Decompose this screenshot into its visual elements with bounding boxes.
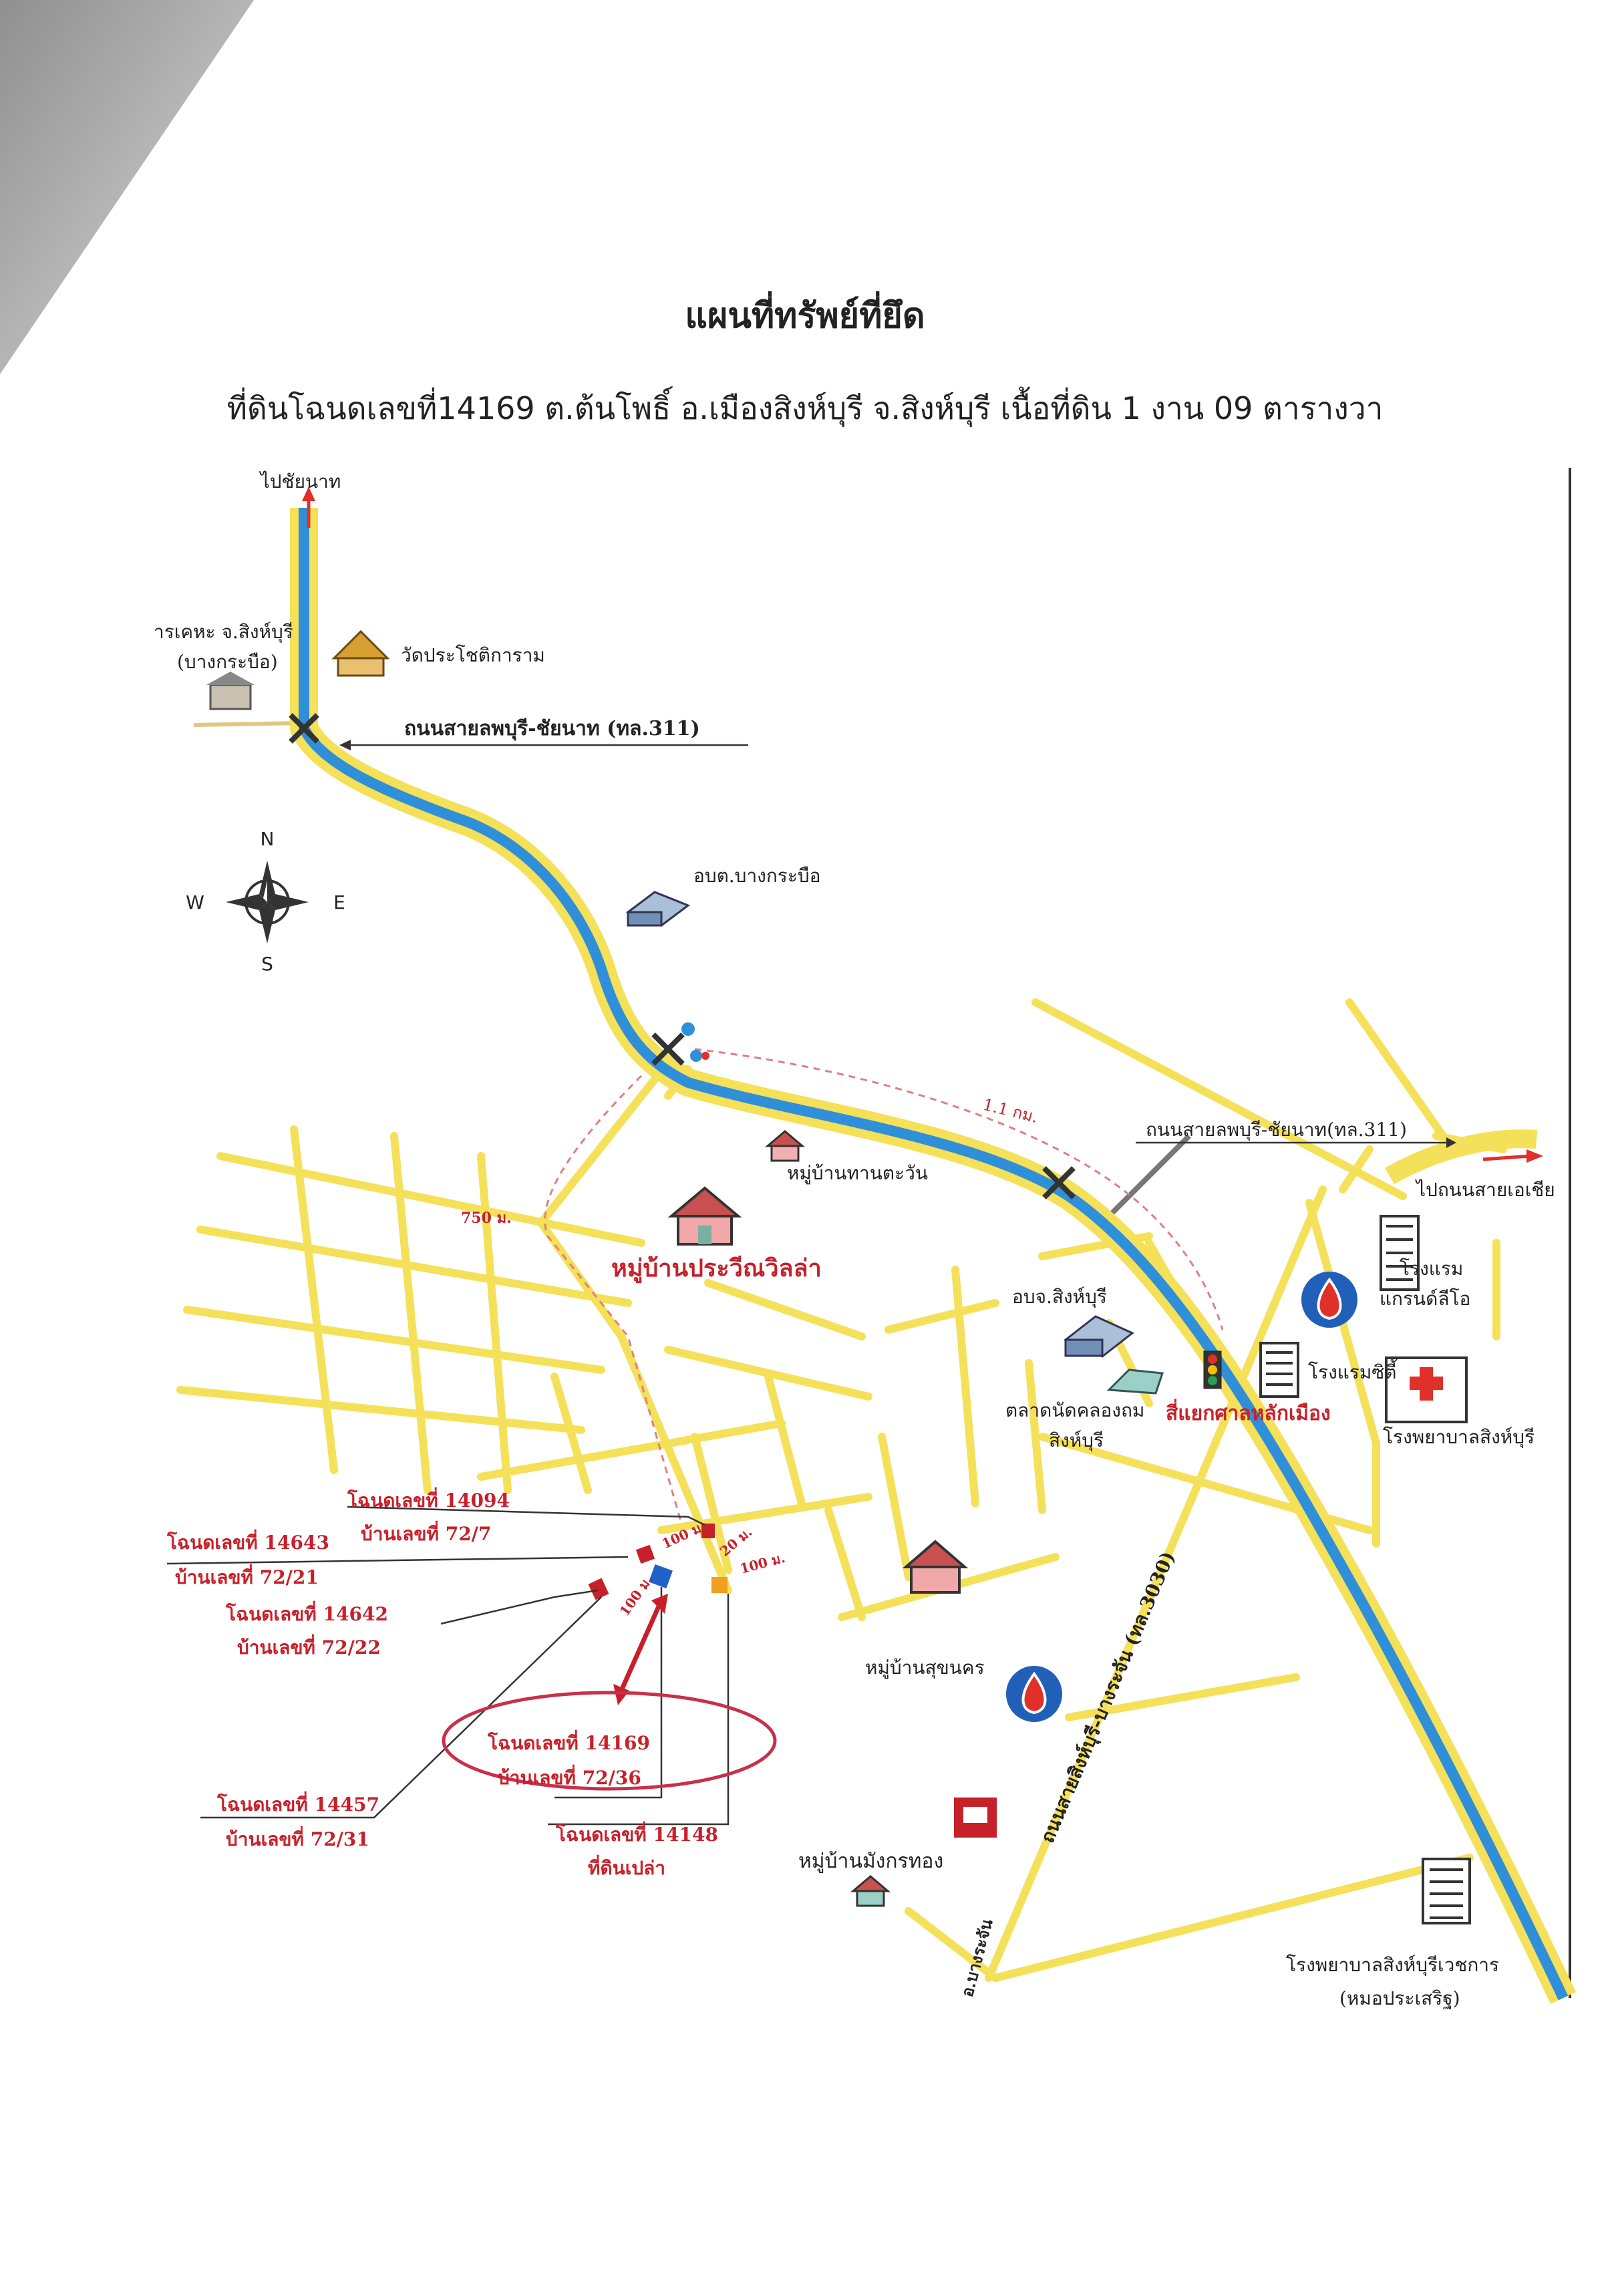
label-highway-311-right: ถนนสายลพบุรี-ชัยนาท(ทล.311) [1146, 1119, 1407, 1141]
label-dist-20: 20 ม. [717, 1524, 756, 1560]
hospital-building-icon [1385, 1356, 1468, 1423]
house-icon-sukhonkhon [902, 1540, 969, 1594]
interchange-thanthawan-icon [1042, 1166, 1076, 1199]
gas-station-icon-bottom [1006, 1666, 1062, 1722]
interchange-mid-icon [651, 1022, 709, 1066]
arrow-to-asia-road-head [1526, 1149, 1543, 1163]
label-deed-14457: โฉนดเลขที่ 14457 [216, 1791, 379, 1816]
label-city-hotel: โรงแรมซิตี้ [1308, 1358, 1398, 1383]
label-housing-office: ารเคหะ จ.สิงห์บุรี [154, 621, 293, 643]
interchange-top-icon [289, 713, 319, 744]
label-market-2: สิงห์บุรี [1049, 1429, 1104, 1452]
label-to-chainat: ไปชัยนาท [259, 470, 341, 492]
compass-w-label: W [186, 891, 204, 913]
dashed-route-750m [544, 1074, 683, 1524]
label-singburi-hospital: โรงพยาบาลสิงห์บุรี [1383, 1426, 1535, 1449]
plot-14094-icon [701, 1524, 715, 1538]
arrow-to-chainat-head [302, 486, 315, 501]
label-distance-1-1km: 1.1 กม. [981, 1095, 1040, 1127]
map-title: แผนที่ทรัพย์ที่ยึด [685, 295, 925, 336]
label-village-sukhonkhon: หมู่บ้านสุขนคร [865, 1657, 985, 1679]
target-plot-arrow [619, 1599, 664, 1692]
label-dist-100-b: 100 ม. [738, 1550, 787, 1577]
highway-311-main-blue [299, 508, 1569, 2001]
plot-14643-icon [635, 1544, 655, 1564]
plot-14642-icon [588, 1578, 609, 1600]
label-intersection: สี่แยกศาลหลักเมือง [1166, 1399, 1331, 1425]
house-icon-prawin [667, 1186, 742, 1246]
label-to-asia-road: ไปถนนสายเอเชีย [1415, 1179, 1555, 1201]
label-village-mangkorn: หมู่บ้านมังกรทอง [798, 1850, 943, 1873]
leader-arrow-311-right [1446, 1137, 1456, 1148]
label-abt-bangkrabue: อบต.บางกระบือ [693, 865, 820, 887]
gas-station-icon-top [1301, 1272, 1357, 1328]
plot-14148-icon [711, 1577, 728, 1593]
hotel-building-icon-grandleo [1380, 1215, 1420, 1291]
label-wat: วัดประโชติการาม [401, 644, 545, 666]
highway-311-right-branch [1385, 1129, 1537, 1185]
label-house-72-21: บ้านเลขที่ 72/21 [175, 1564, 319, 1588]
map-subtitle: ที่ดินโฉนดเลขที่14169 ต.ต้นโพธิ์ อ.เมือง… [226, 390, 1384, 426]
label-deed-14642: โฉนดเลขที่ 14642 [225, 1600, 388, 1625]
leader-arrow-311-top [339, 740, 351, 750]
target-plot-highlight [442, 1691, 777, 1791]
arrow-to-asia-road [1482, 1154, 1531, 1161]
target-plot-arrow-head-bottom [613, 1684, 629, 1705]
label-house-72-22: บ้านเลขที่ 72/22 [237, 1634, 381, 1659]
label-distance-750: 750 ม. [461, 1209, 512, 1227]
target-plot-arrow-head-top [651, 1594, 668, 1614]
grey-connector-road [1100, 1134, 1191, 1225]
label-deed-14169: โฉนดเลขที่ 14169 [487, 1729, 650, 1754]
label-house-72-31: บ้านเลขที่ 72/31 [226, 1826, 369, 1850]
hospital-building-icon-vejchakarn [1422, 1858, 1471, 1924]
compass-rose [226, 861, 309, 944]
label-empty-land: ที่ดินเปล่า [588, 1854, 665, 1879]
plot-14169-icon [649, 1564, 673, 1588]
leader-lines [166, 744, 748, 1826]
label-abj-singburi: อบจ.สิงห์บุรี [1012, 1286, 1107, 1308]
label-vejchakarn-hospital: โรงพยาบาลสิงห์บุรีเวชการ [1286, 1954, 1499, 1977]
brand-logo-icon [954, 1798, 997, 1838]
scan-corner-fold [0, 0, 254, 374]
dashed-route-1-1km [694, 1048, 1224, 1330]
hotel-building-icon-city [1259, 1342, 1299, 1398]
label-deed-14148: โฉนดเลขที่ 14148 [555, 1821, 718, 1846]
label-house-72-36: บ้านเลขที่ 72/36 [498, 1764, 641, 1789]
temple-icon [331, 629, 390, 677]
label-grand-hotel-2: แกรนด์ลีโอ [1380, 1288, 1470, 1310]
label-vejchakarn-sub: (หมอประเสริฐ) [1339, 1987, 1460, 2009]
label-village-thanthawan: หมู่บ้านทานตะวัน [787, 1162, 928, 1185]
compass-n-label: N [261, 828, 275, 850]
office-building-icon-abj [1064, 1315, 1134, 1358]
label-dist-100-c: 100 ม. [616, 1572, 655, 1619]
house-icon-thanthawan [764, 1130, 806, 1162]
compass-s-label: S [261, 953, 273, 975]
housing-office-icon [206, 672, 255, 710]
label-market-1: ตลาดนัดคลองถม [1005, 1399, 1144, 1421]
label-house-72-7: บ้านเลขที่ 72/7 [361, 1520, 491, 1545]
market-hall-icon [1106, 1369, 1164, 1395]
house-icon-mangkorn [850, 1875, 891, 1907]
traffic-light-icon [1203, 1350, 1222, 1389]
label-highway-311-top: ถนนสายลพบุรี-ชัยนาท (ทล.311) [404, 717, 700, 741]
label-housing-office-sub: (บางกระบือ) [177, 651, 278, 673]
compass-e-label: E [333, 891, 345, 913]
label-deed-14094: โฉนดเลขที่ 14094 [347, 1487, 510, 1512]
label-grand-hotel-1: โรงแรม [1400, 1258, 1463, 1280]
label-village-prawin: หมู่บ้านประวีณวิลล่า [611, 1254, 822, 1284]
label-deed-14643: โฉนดเลขที่ 14643 [166, 1529, 329, 1554]
office-building-icon-abt [625, 891, 691, 927]
scan-edge-line [1569, 468, 1571, 1998]
